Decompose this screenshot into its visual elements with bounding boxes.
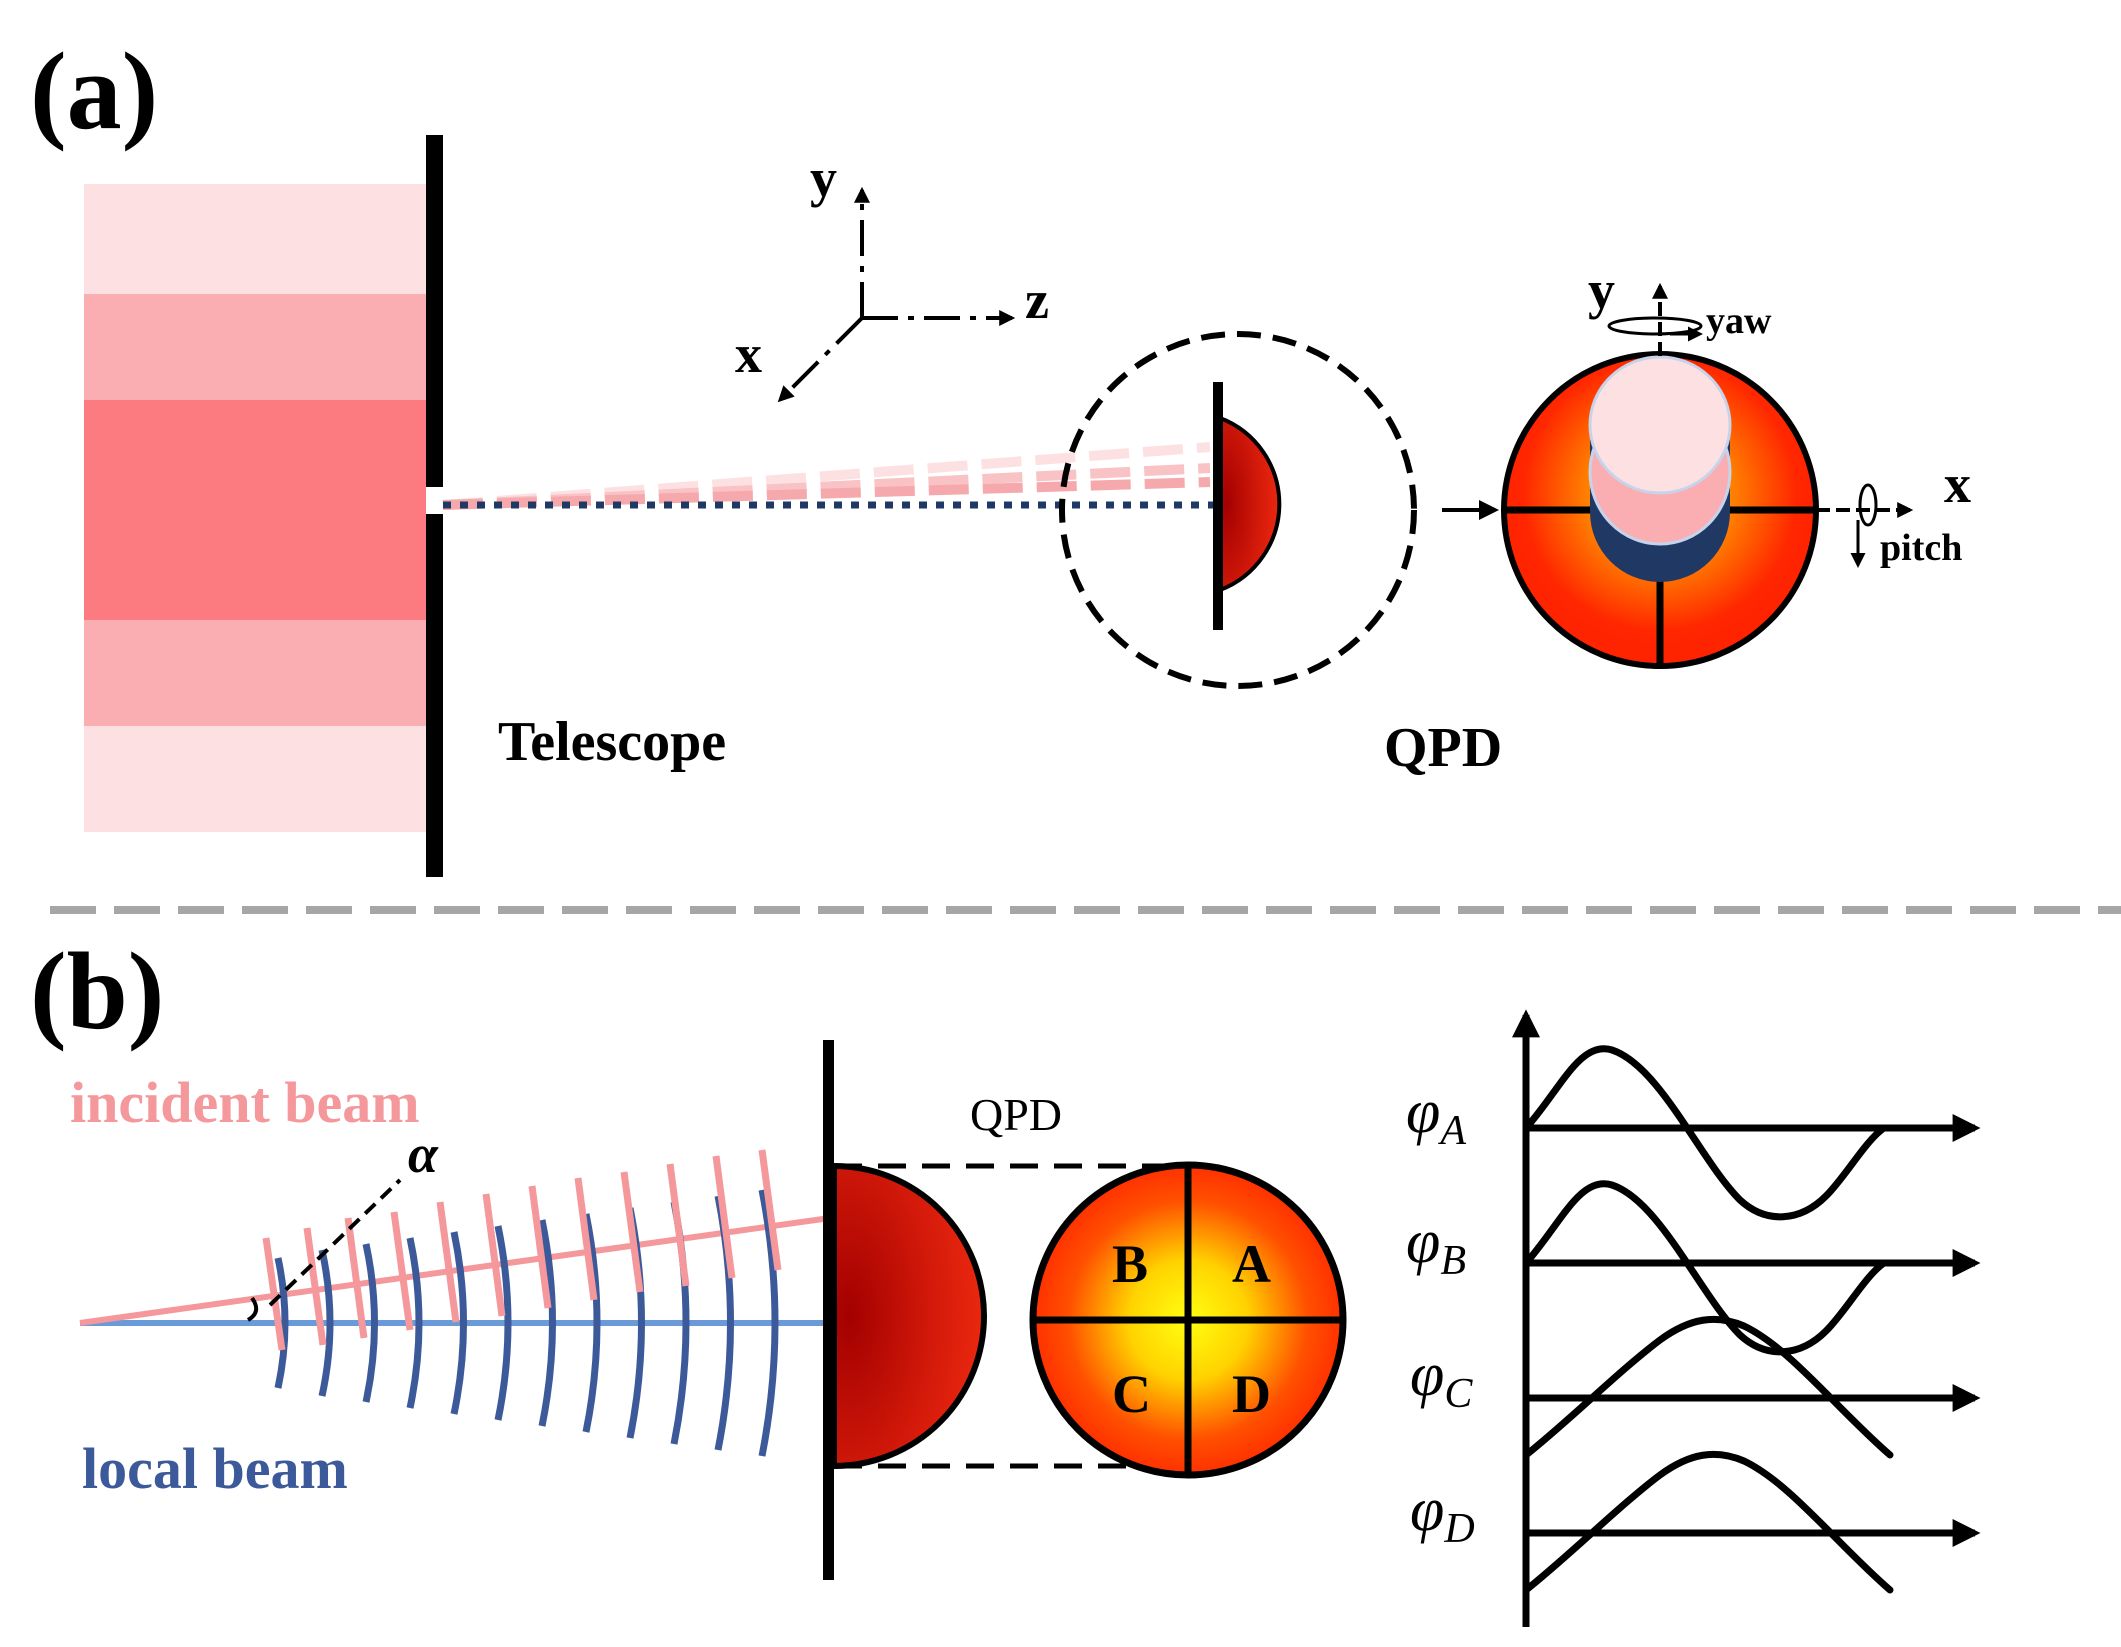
qpd-label-a: QPD bbox=[1384, 717, 1502, 779]
qpd-yaw-axis bbox=[1607, 282, 1703, 356]
telescope-aperture bbox=[426, 135, 443, 877]
local-wavefronts bbox=[274, 1189, 779, 1457]
quadrant-a-label: A bbox=[1232, 1234, 1271, 1294]
qpd-label-b: QPD bbox=[970, 1089, 1062, 1140]
phase-labels: φA φB φC φD bbox=[1406, 1078, 1475, 1552]
qpd-top-view bbox=[1501, 351, 1819, 669]
coordinate-axes bbox=[777, 186, 1016, 403]
wave-a bbox=[1522, 1045, 1888, 1221]
qpd-y-label: y bbox=[1588, 260, 1615, 320]
phase-plot bbox=[1512, 1009, 1981, 1627]
wave-d bbox=[1522, 1450, 1894, 1594]
qpd-pitch-axis bbox=[1816, 483, 1914, 568]
alpha-arc bbox=[246, 1296, 259, 1322]
qpd-quadrant-detector bbox=[1029, 1161, 1347, 1479]
telescope-block bbox=[84, 184, 426, 832]
phase-baselines bbox=[1526, 1114, 1981, 1547]
axis-x-label: x bbox=[735, 324, 762, 384]
wave-b bbox=[1522, 1180, 1888, 1356]
projection-lines bbox=[834, 1163, 1184, 1469]
incident-beam-label: incident beam bbox=[70, 1070, 420, 1135]
panel-a-label: (a) bbox=[30, 30, 158, 152]
phase-label-b: φB bbox=[1406, 1208, 1466, 1284]
quadrant-c-label: C bbox=[1112, 1364, 1151, 1424]
alpha-label: α bbox=[408, 1124, 439, 1184]
detector-half-beam-b bbox=[831, 1162, 987, 1470]
phase-label-c: φC bbox=[1410, 1341, 1473, 1417]
panel-b-label: (b) bbox=[30, 930, 164, 1052]
phase-waves bbox=[1522, 1045, 1894, 1594]
phase-label-a: φA bbox=[1406, 1078, 1466, 1154]
detector-half-beam bbox=[1218, 415, 1282, 593]
zoom-circle bbox=[1059, 331, 1417, 689]
qpd-beam-spots bbox=[1588, 355, 1732, 582]
qpd-pitch-label: pitch bbox=[1880, 527, 1962, 569]
alpha-guide-line bbox=[268, 1178, 402, 1307]
quadrant-b-label: B bbox=[1112, 1234, 1148, 1294]
telescope-label: Telescope bbox=[498, 711, 726, 773]
wave-c bbox=[1522, 1315, 1894, 1459]
incident-wavefronts bbox=[262, 1149, 782, 1351]
detector-plate bbox=[1213, 382, 1223, 630]
phase-label-d: φD bbox=[1410, 1476, 1475, 1552]
detector-plate-b bbox=[823, 1040, 834, 1580]
quadrant-d-label: D bbox=[1232, 1364, 1271, 1424]
qpd-yaw-label: yaw bbox=[1706, 300, 1772, 342]
local-beam-label: local beam bbox=[82, 1436, 348, 1501]
qpd-x-label: x bbox=[1944, 454, 1971, 514]
beam-fan bbox=[442, 442, 1214, 510]
incident-beam-line bbox=[79, 1215, 831, 1326]
axis-z-label: z bbox=[1025, 270, 1049, 330]
axis-y-label: y bbox=[810, 148, 837, 208]
